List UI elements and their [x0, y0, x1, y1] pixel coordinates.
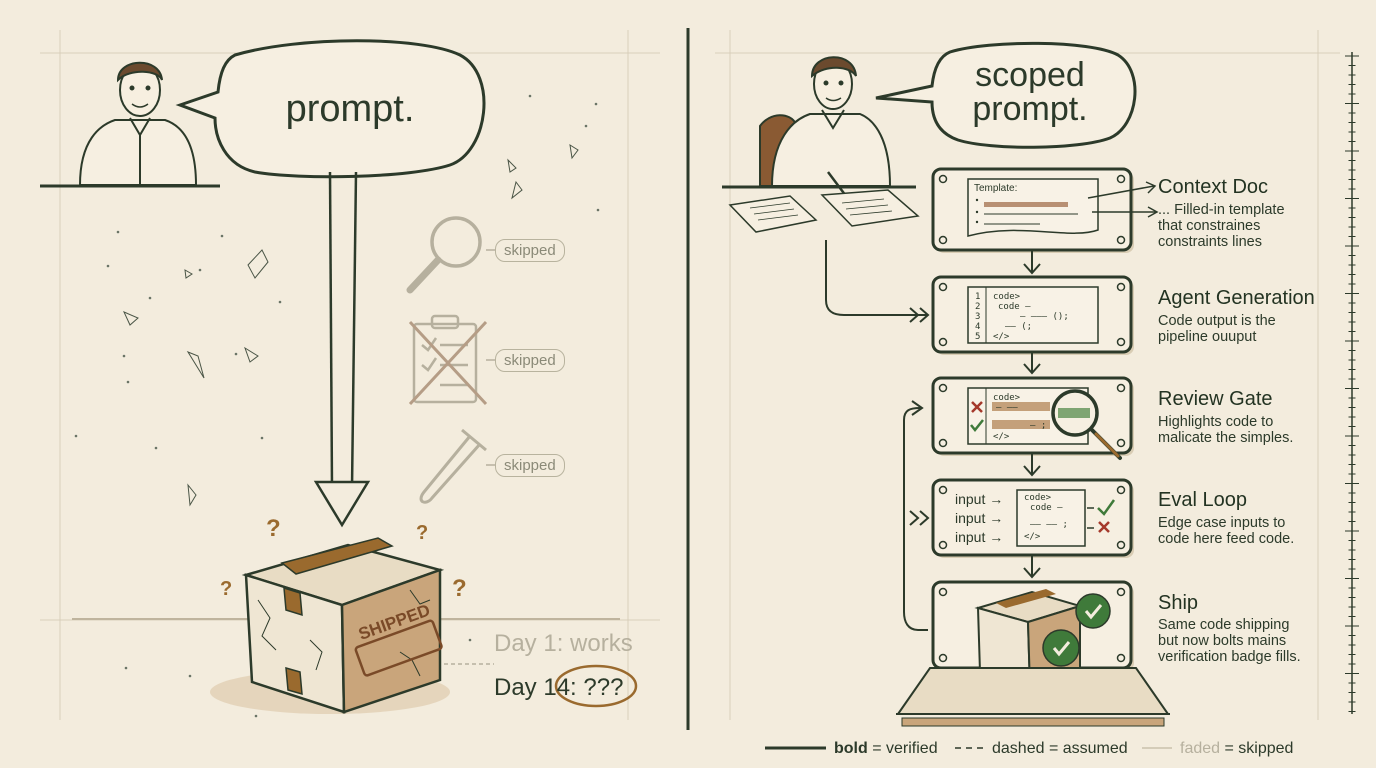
line-number: 1 [975, 292, 981, 302]
debris [123, 143, 579, 507]
day14-circle [554, 664, 638, 708]
ruler [1345, 52, 1359, 714]
context-annotations [1087, 181, 1159, 218]
flow-connectors [825, 240, 1041, 631]
speech-bubble-left [175, 39, 486, 179]
check-icon [970, 419, 984, 433]
shipped-stamp [354, 619, 443, 677]
pill-tails [486, 249, 495, 466]
step-desc: that constraines [1158, 218, 1261, 234]
eval-input: input → [955, 529, 1004, 545]
code-line: code> [993, 393, 1021, 403]
step-desc: code here feed code. [1158, 531, 1295, 547]
step-desc: constraints lines [1158, 234, 1262, 250]
line-number: 2 [975, 302, 981, 312]
line-number: 5 [975, 332, 981, 342]
step-desc: but now bolts mains [1158, 633, 1287, 649]
code-line: —— —— ; [1030, 520, 1068, 530]
step-desc: Same code shipping [1158, 617, 1290, 633]
legend-faded-rest: = skipped [1224, 740, 1294, 757]
person-right [759, 56, 892, 197]
step-title-eval-loop: Eval Loop [1158, 489, 1247, 511]
template-label: Template: [974, 183, 1018, 194]
code-editor [967, 286, 1099, 344]
debris-dots [74, 94, 600, 718]
step-title-ship: Ship [1158, 592, 1199, 614]
line-number: 3 [975, 312, 981, 322]
step-desc: verification badge fills. [1158, 649, 1301, 665]
question-mark: ? [266, 515, 281, 542]
scoped-bubble-line1: scoped [975, 56, 1085, 94]
code-line: </> [1024, 532, 1041, 542]
day14-label: Day 14: ??? [494, 674, 624, 701]
step-cards [931, 167, 1134, 713]
verification-badge [1042, 629, 1080, 667]
cross-icon [971, 401, 983, 413]
code-line: — ; [1030, 421, 1047, 431]
question-mark: ? [416, 522, 429, 544]
legend-bold: bold = verified [834, 740, 938, 758]
code-line: </> [993, 332, 1010, 342]
question-mark: ? [220, 578, 233, 600]
scoped-bubble-line2: prompt. [972, 90, 1088, 128]
magnifier-icon [406, 216, 482, 294]
step-desc: Highlights code to [1158, 414, 1274, 430]
eval-panel [1016, 489, 1116, 547]
person-left [78, 61, 198, 186]
legend-faded-word: faded [1180, 740, 1221, 757]
code-line: — ——— (); [1020, 312, 1069, 322]
step-title-agent-generation: Agent Generation [1158, 287, 1315, 309]
skipped-label-search: skipped [495, 239, 565, 262]
template-sheet [967, 178, 1099, 237]
test-tube-icon [419, 428, 487, 504]
question-mark: ? [452, 575, 467, 602]
cross-icon [1098, 521, 1110, 533]
code-line: code — [1030, 503, 1063, 513]
speech-bubble-right [875, 41, 1137, 149]
review-panel [967, 387, 1122, 460]
code-line: </> [993, 432, 1010, 442]
legend-dashed: dashed = assumed [992, 740, 1128, 757]
legend-faded: faded = skipped [1180, 740, 1293, 758]
step-title-review-gate: Review Gate [1158, 388, 1273, 410]
line-number: 4 [975, 322, 981, 332]
step-title-context-doc: Context Doc [1158, 176, 1269, 198]
check-icon [1097, 499, 1116, 516]
step-desc: malicate the simples. [1158, 430, 1294, 446]
code-line: —— (; [1005, 322, 1033, 332]
step-desc: ... Filled-in template [1158, 202, 1285, 218]
legend-bold-word: bold [834, 740, 868, 757]
code-line: code> [993, 292, 1021, 302]
eval-input: input → [955, 510, 1004, 526]
crossed-checklist-icon [408, 314, 488, 406]
code-line: code — [998, 302, 1031, 312]
verified-box [957, 589, 1113, 713]
skipped-label-test: skipped [495, 454, 565, 477]
step-desc: Code output is the [1158, 313, 1276, 329]
shipped-box [241, 537, 445, 714]
prompt-bubble-text: prompt. [285, 88, 415, 130]
step-desc: pipeline ouuput [1158, 329, 1257, 345]
verification-badge [1075, 593, 1111, 629]
down-arrow [313, 171, 371, 528]
legend-bold-rest: = verified [872, 740, 938, 757]
day1-label: Day 1: works [494, 630, 633, 657]
skipped-label-checklist: skipped [495, 349, 565, 372]
code-line: — —— [996, 403, 1018, 413]
papers [728, 189, 920, 233]
step-desc: Edge case inputs to [1158, 515, 1286, 531]
code-line: code> [1024, 493, 1052, 503]
eval-input: input → [955, 491, 1004, 507]
pedestal [896, 667, 1170, 727]
